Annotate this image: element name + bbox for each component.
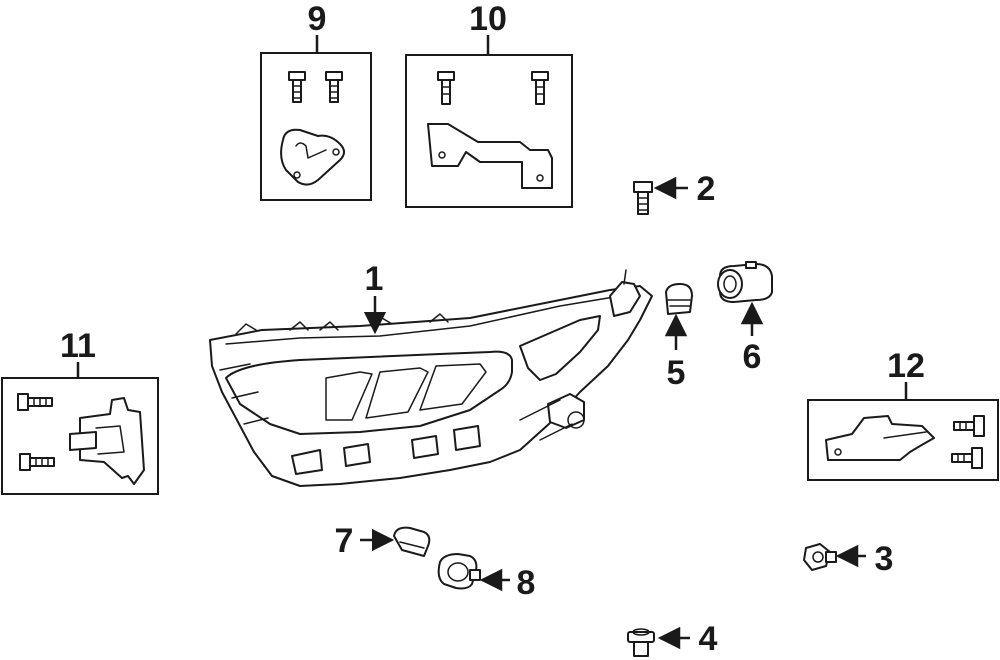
bolt-icon: [19, 453, 55, 471]
headlamp-assembly[interactable]: [209, 269, 653, 487]
screw-2[interactable]: [633, 181, 653, 215]
socket-8[interactable]: [437, 553, 481, 590]
kit-12-box[interactable]: 12: [807, 347, 999, 481]
screw-icon: [531, 71, 549, 105]
bolt-icon: [953, 415, 985, 437]
callout-8: 8: [517, 564, 536, 602]
callout-11: 11: [60, 327, 96, 365]
callout-5: 5: [667, 354, 686, 392]
mount-bracket-icon: [69, 397, 145, 485]
bracket-icon: [280, 128, 345, 186]
bulb-5[interactable]: [665, 283, 693, 315]
kit-10-box[interactable]: 10: [405, 0, 573, 208]
screw-icon: [437, 71, 455, 105]
bracket-icon: [825, 415, 935, 461]
callout-6: 6: [743, 338, 762, 376]
callout-3: 3: [875, 540, 894, 578]
screw-icon: [325, 71, 343, 103]
bolt-icon: [17, 393, 53, 411]
screw-icon: [288, 71, 306, 103]
callout-10: 10: [469, 0, 507, 38]
bolt-3[interactable]: [803, 543, 837, 571]
callout-7: 7: [335, 522, 354, 560]
callout-4: 4: [699, 620, 718, 658]
nut-4[interactable]: [627, 628, 655, 657]
bolt-icon: [951, 447, 983, 469]
socket-6[interactable]: [717, 261, 773, 303]
callout-1: 1: [365, 260, 384, 298]
bulb-7[interactable]: [393, 526, 431, 557]
callout-9: 9: [308, 0, 327, 38]
callout-2: 2: [697, 170, 716, 208]
kit-9-box[interactable]: 9: [260, 0, 372, 201]
bracket-icon: [427, 123, 553, 189]
kit-11-box[interactable]: 11: [1, 327, 159, 495]
callout-12: 12: [887, 347, 925, 385]
